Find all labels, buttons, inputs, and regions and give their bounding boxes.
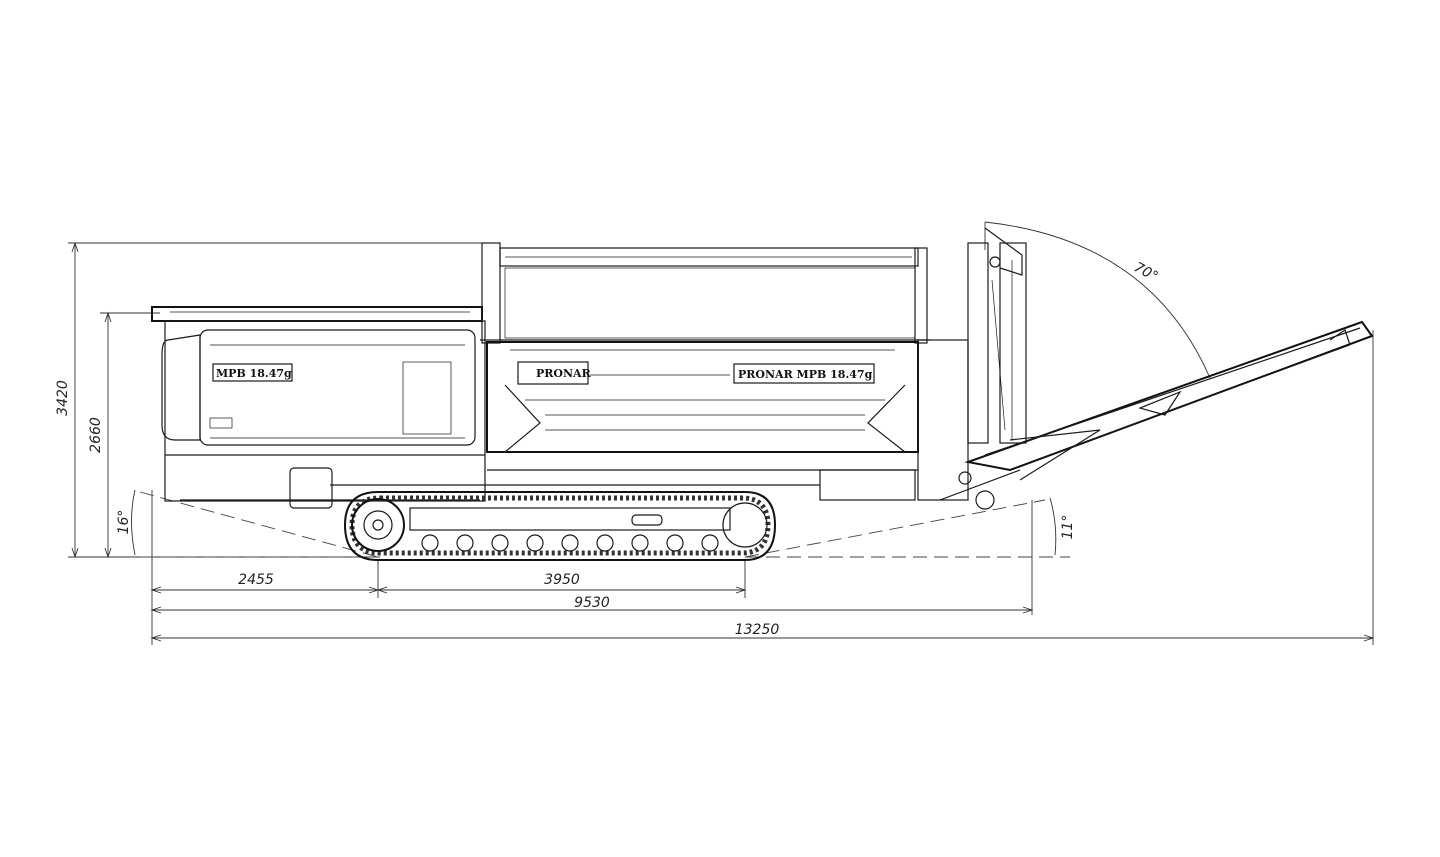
- overall-height-label: 3420: [55, 380, 71, 416]
- hopper-model-plate: MPB 18.47g: [216, 367, 292, 380]
- track-length-label: 3950: [544, 572, 580, 588]
- working-length-label: 13250: [735, 622, 780, 638]
- approach-angle-lines: 16° 11°: [116, 489, 1076, 558]
- dimension-working-length: 13250: [150, 622, 1375, 642]
- trommel-screen: [480, 242, 930, 344]
- discharge-conveyor: [939, 320, 1374, 510]
- hopper-height-label: 2660: [88, 417, 104, 453]
- drive-sprocket: [351, 498, 405, 552]
- track-rollers: [421, 534, 719, 552]
- vent-grille: [402, 361, 452, 435]
- transport-length-label: 9530: [574, 595, 610, 611]
- rear-angle-label: 16°: [116, 510, 132, 535]
- feed-hopper: MPB 18.47g: [151, 306, 486, 509]
- extension-lines: [68, 242, 1374, 645]
- body-model-plate: PRONAR MPB 18.47g: [738, 368, 873, 381]
- crawler-track: [343, 491, 777, 561]
- idler-wheel: [722, 502, 768, 548]
- fold-angle-label: 70°: [1131, 259, 1160, 285]
- brand-plate: PRONAR: [536, 367, 592, 380]
- conveyor-wheel: [975, 490, 995, 510]
- dimension-rear-overhang: 2455: [150, 572, 380, 594]
- conveyor-fold-angle: 70°: [984, 221, 1211, 379]
- dimension-track-length: 3950: [376, 572, 747, 594]
- dimension-overall-height: 3420: [55, 241, 79, 559]
- dimension-transport-length: 9530: [150, 595, 1034, 614]
- dimension-hopper-height: 2660: [88, 311, 112, 559]
- main-body: PRONAR PRONAR MPB 18.47g: [330, 339, 969, 501]
- front-angle-label: 11°: [1060, 515, 1076, 540]
- rear-overhang-label: 2455: [238, 572, 274, 588]
- folding-conveyor-mast: [967, 227, 1027, 444]
